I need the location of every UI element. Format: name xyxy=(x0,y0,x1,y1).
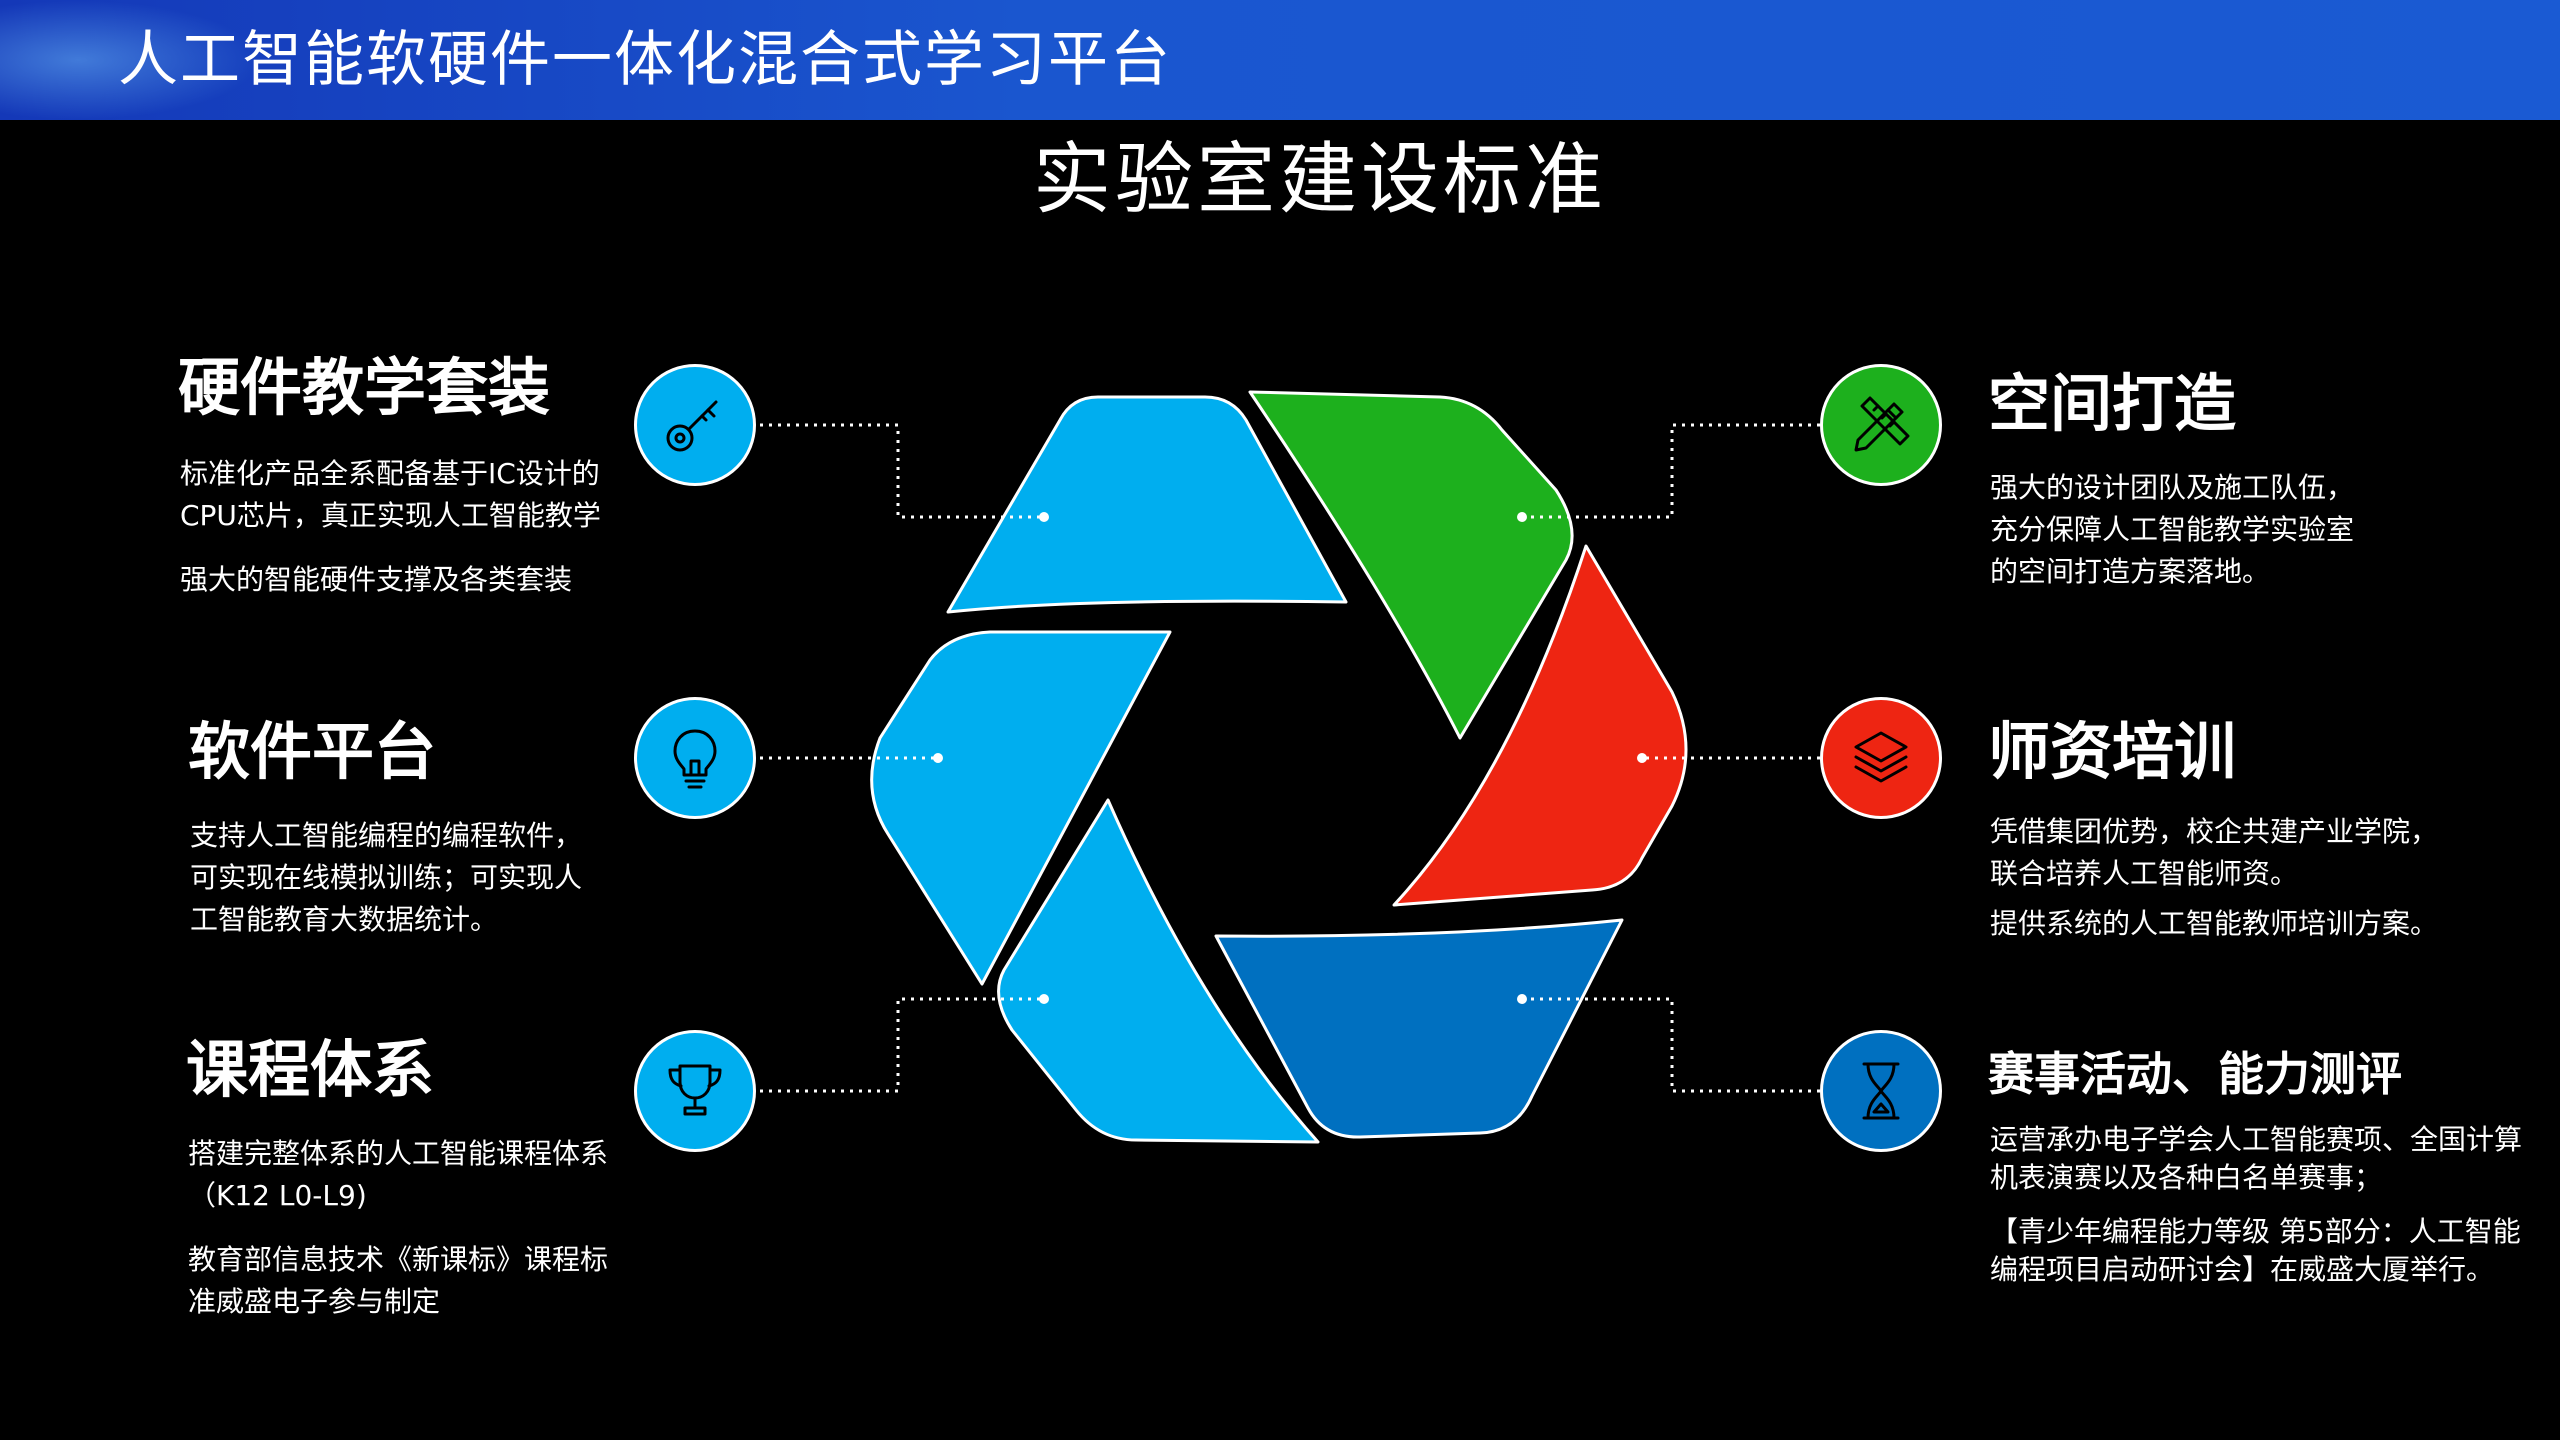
connector-dots xyxy=(933,512,1647,1004)
training-icon-circle xyxy=(1820,697,1942,819)
trophy-icon xyxy=(668,1064,722,1116)
software-title: 软件平台 xyxy=(188,715,437,788)
hardware-icon-circle xyxy=(634,364,756,486)
dot-training xyxy=(1637,753,1647,763)
header-title: 人工智能软硬件一体化混合式学习平台 xyxy=(118,25,1172,95)
space-desc-line-3: 的空间打造方案落地。 xyxy=(1990,555,2271,588)
segment-left xyxy=(870,630,1172,986)
segment-right xyxy=(1392,544,1688,907)
pencil-ruler-icon xyxy=(1854,396,1910,452)
competition-icon-circle xyxy=(1820,1030,1942,1152)
key-icon xyxy=(666,400,718,452)
software-desc-line-3: 工智能教育大数据统计。 xyxy=(190,903,499,936)
space-desc-line-1: 强大的设计团队及施工队伍， xyxy=(1990,471,2355,504)
lightbulb-icon xyxy=(673,729,717,789)
curriculum-desc-line-4: 准威盛电子参与制定 xyxy=(188,1285,441,1318)
layers-icon xyxy=(1854,731,1908,783)
competition-desc-line-1: 运营承办电子学会人工智能赛项、全国计算 xyxy=(1990,1123,2523,1156)
hardware-desc-line-1: 标准化产品全系配备基于IC设计的 xyxy=(180,457,600,490)
hardware-desc-line-3: 强大的智能硬件支撑及各类套装 xyxy=(180,563,573,596)
dot-hardware xyxy=(1039,512,1049,522)
software-desc-line-1: 支持人工智能编程的编程软件， xyxy=(190,819,583,852)
competition-title: 赛事活动、能力测评 xyxy=(1988,1047,2402,1101)
dot-curriculum xyxy=(1039,994,1049,1004)
space-desc-line-2: 充分保障人工智能教学实验室 xyxy=(1990,513,2355,546)
segment-bottom-right xyxy=(1214,918,1624,1139)
dot-competition xyxy=(1517,994,1527,1004)
competition-desc-line-4: 编程项目启动研讨会】在威盛大厦举行。 xyxy=(1990,1253,2495,1286)
training-desc-line-1: 凭借集团优势，校企共建产业学院， xyxy=(1990,815,2439,848)
training-desc-line-3: 提供系统的人工智能教师培训方案。 xyxy=(1990,907,2439,940)
dot-space xyxy=(1517,512,1527,522)
software-desc-line-2: 可实现在线模拟训练；可实现人 xyxy=(190,861,583,894)
competition-desc-line-2: 机表演赛以及各种白名单赛事； xyxy=(1990,1161,2383,1194)
space-icon-circle xyxy=(1820,364,1942,486)
connector-space xyxy=(1522,423,1820,519)
curriculum-icon-circle xyxy=(634,1030,756,1152)
training-desc-line-2: 联合培养人工智能师资。 xyxy=(1990,857,2299,890)
competition-desc-line-3: 【青少年编程能力等级 第5部分：人工智能 xyxy=(1990,1215,2521,1248)
header-bar: 人工智能软硬件一体化混合式学习平台 xyxy=(0,0,2560,120)
page-title: 实验室建设标准 xyxy=(1032,135,1607,225)
segment-bottom-left xyxy=(997,798,1320,1144)
space-title: 空间打造 xyxy=(1988,367,2237,440)
hardware-desc-line-2: CPU芯片，真正实现人工智能教学 xyxy=(180,499,601,532)
segment-top-right xyxy=(1248,390,1574,740)
curriculum-desc-line-3: 教育部信息技术《新课标》课程标 xyxy=(188,1243,609,1276)
connector-lines xyxy=(760,423,1820,1093)
software-icon-circle xyxy=(634,697,756,819)
curriculum-desc-line-2: （K12 L0-L9) xyxy=(188,1179,367,1212)
curriculum-desc-line-1: 搭建完整体系的人工智能课程体系 xyxy=(188,1137,609,1170)
training-title: 师资培训 xyxy=(1988,715,2237,788)
curriculum-title: 课程体系 xyxy=(186,1033,435,1106)
connector-competition xyxy=(1522,997,1820,1093)
connector-hardware xyxy=(760,423,1044,519)
segment-top-left xyxy=(946,395,1348,614)
hardware-title: 硬件教学套装 xyxy=(178,351,551,424)
hourglass-icon xyxy=(1862,1062,1900,1120)
header-glow xyxy=(0,0,260,120)
dot-software xyxy=(933,753,943,763)
